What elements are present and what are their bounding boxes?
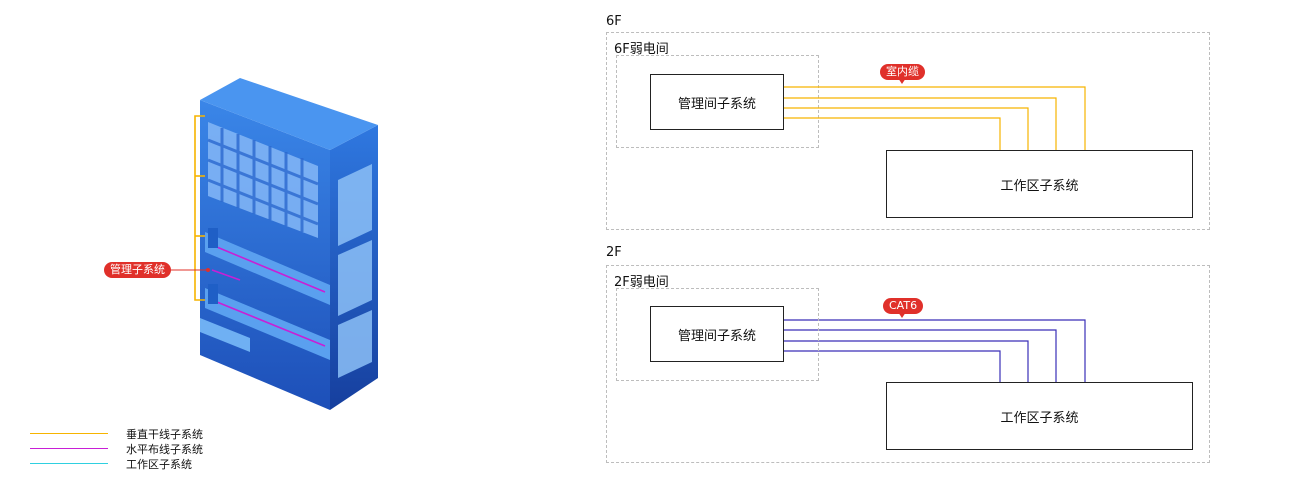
floor-2-region [606,265,1210,463]
floor-6-work-area-box: 工作区子系统 [886,150,1193,218]
indoor-cable-tag: 室内缆 [880,64,925,80]
floor-6-room-label: 6F弱电间 [614,42,669,57]
horizontal-cabling-lines [211,244,326,347]
legend-item-horizontal: 水平布线子系统 [30,441,203,456]
legend-label-vertical: 垂直干线子系统 [126,427,203,441]
legend-label-work-area: 工作区子系统 [126,457,192,471]
legend-item-work-area: 工作区子系统 [30,456,203,471]
floor-6-work-area-label: 工作区子系统 [1000,178,1079,194]
floor-lower-cutaway [205,288,330,360]
cat6-cable-tag: CAT6 [883,298,924,314]
floor-2-management-box: 管理间子系统 [650,306,784,362]
floor-2-work-area-box: 工作区子系统 [886,382,1193,450]
legend-swatch-vertical [30,433,108,434]
legend: 垂直干线子系统 水平布线子系统 工作区子系统 [30,426,203,471]
legend-swatch-work-area [30,463,108,464]
floor-2-weak-current-room [616,288,819,381]
floor-6-region [606,32,1210,230]
floor-2-label: 2F [606,245,622,260]
building-illustration [170,78,378,410]
floor-6-management-label: 管理间子系统 [677,96,756,112]
legend-swatch-horizontal [30,448,108,449]
floor-6-management-box: 管理间子系统 [650,74,784,130]
floor-2-management-label: 管理间子系统 [677,328,756,344]
floor-2-work-area-label: 工作区子系统 [1000,410,1079,426]
floor-6-label: 6F [606,14,622,29]
management-subsystem-tag: 管理子系统 [104,262,171,278]
floor-2-room-label: 2F弱电间 [614,275,669,290]
legend-label-horizontal: 水平布线子系统 [126,442,203,456]
vertical-backbone-lines [194,115,205,301]
legend-item-vertical: 垂直干线子系统 [30,426,203,441]
side-windows [338,164,372,378]
building-roof [200,78,378,150]
